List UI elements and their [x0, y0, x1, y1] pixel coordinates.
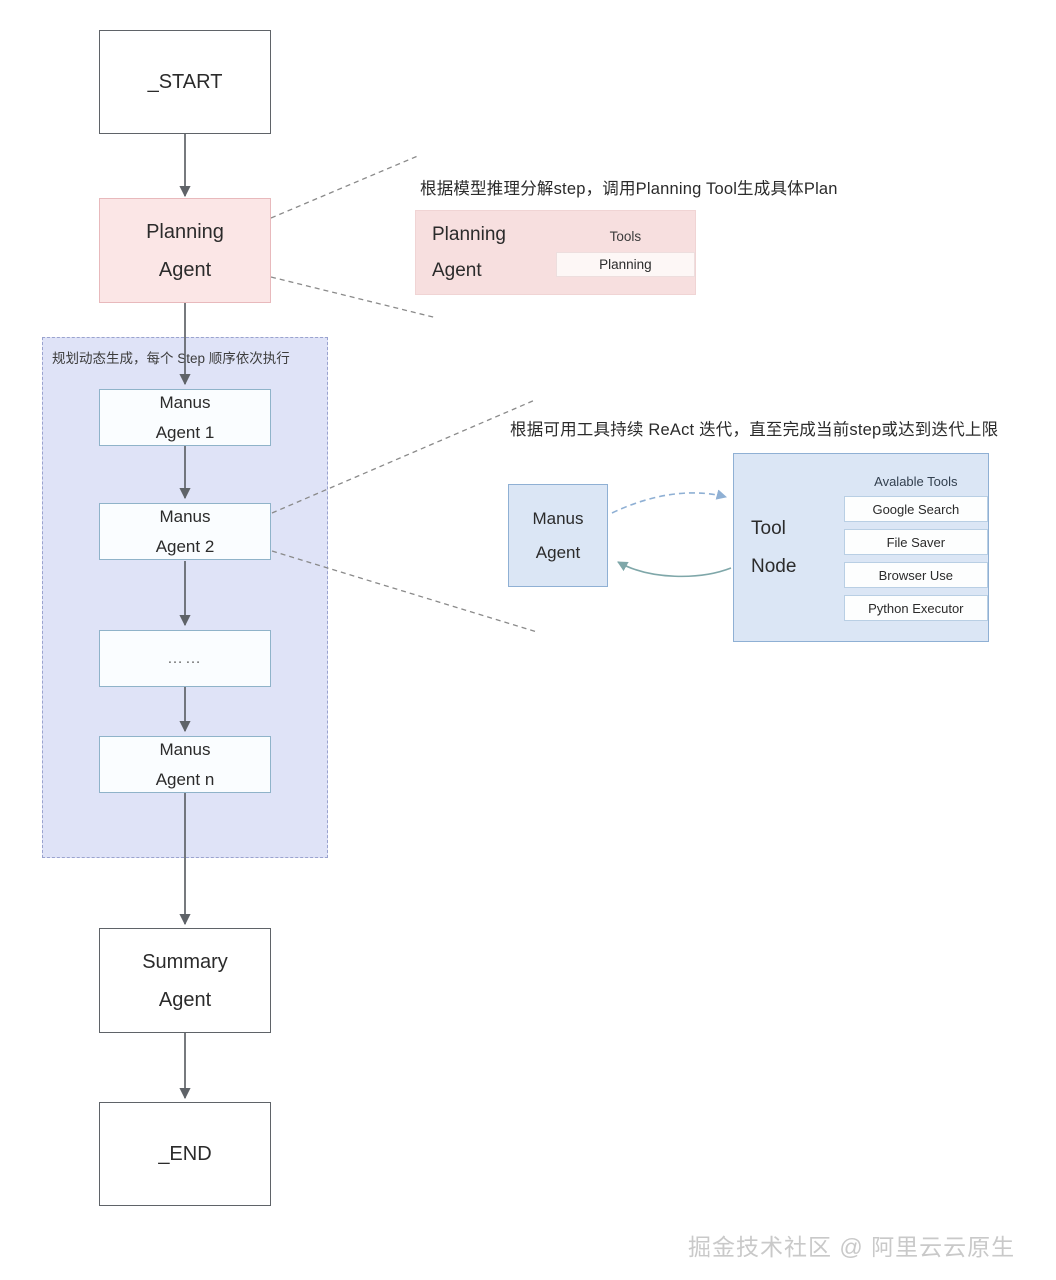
node-manus-agent-2[interactable]: Manus Agent 2 — [99, 503, 271, 560]
tool-chip-browser-use[interactable]: Browser Use — [843, 562, 988, 588]
tool-chip-file-saver[interactable]: File Saver — [843, 529, 988, 555]
node-planning-agent-line2: Agent — [158, 258, 212, 281]
node-manus-agent-n[interactable]: Manus Agent n — [99, 736, 271, 793]
node-end-label: _END — [158, 1143, 212, 1165]
node-end[interactable]: _END — [99, 1102, 271, 1206]
node-start[interactable]: _START — [99, 30, 271, 134]
node-manus-agent-2-line2: Agent 2 — [155, 536, 215, 556]
tool-node-card: Tool Node Avalable Tools Google Search F… — [733, 453, 989, 642]
callout-planning-upper — [270, 154, 421, 219]
react-manus-agent-node[interactable]: Manus Agent — [508, 484, 608, 587]
callout-planning-lower — [270, 276, 438, 319]
annotation-planning: 根据模型推理分解step，调用Planning Tool生成具体Plan — [420, 180, 838, 198]
node-manus-agent-n-line2: Agent n — [155, 769, 215, 789]
node-summary-agent[interactable]: Summary Agent — [99, 928, 271, 1033]
tool-node-line1: Tool — [751, 518, 786, 540]
available-tools-header: Avalable Tools — [874, 474, 958, 489]
react-manus-agent-line1: Manus — [532, 508, 584, 528]
node-manus-agent-2-line1: Manus — [159, 506, 211, 526]
tool-chip-python-executor[interactable]: Python Executor — [843, 595, 988, 621]
planning-agent-detail-card: Planning Agent Tools Planning — [415, 210, 696, 295]
tool-chip-google-search[interactable]: Google Search — [843, 496, 988, 522]
node-start-label: _START — [147, 71, 223, 93]
node-manus-agent-1-line1: Manus — [159, 392, 211, 412]
watermark: 掘金技术社区 @ 阿里云云原生 — [688, 1234, 1016, 1260]
dynamic-plan-group-label: 规划动态生成，每个 Step 顺序依次执行 — [52, 351, 290, 366]
node-manus-agent-1-line2: Agent 1 — [155, 422, 215, 442]
node-ellipsis-step[interactable]: …… — [99, 630, 271, 687]
available-tools-list: Avalable Tools Google Search File Saver … — [843, 474, 988, 621]
planning-detail-title: Planning Agent — [416, 217, 534, 287]
planning-tools-header: Tools — [609, 228, 642, 244]
arrow-toolnode-to-agent — [617, 561, 732, 578]
planning-tool-chip-planning[interactable]: Planning — [555, 251, 695, 277]
tool-node-title: Tool Node — [734, 510, 830, 584]
annotation-react: 根据可用工具持续 ReAct 迭代，直至完成当前step或达到迭代上限 — [510, 421, 999, 439]
node-manus-agent-n-line1: Manus — [159, 739, 211, 759]
planning-detail-line1: Planning — [432, 224, 506, 246]
arrow-agent-to-toolnode — [611, 489, 728, 514]
node-manus-agent-1[interactable]: Manus Agent 1 — [99, 389, 271, 446]
node-planning-agent[interactable]: Planning Agent — [99, 198, 271, 303]
tool-node-line2: Node — [751, 555, 797, 577]
planning-detail-tools: Tools Planning — [555, 228, 695, 277]
react-manus-agent-line2: Agent — [535, 542, 581, 562]
node-ellipsis-label: …… — [167, 649, 203, 667]
node-summary-agent-line1: Summary — [142, 950, 228, 973]
planning-detail-line2: Agent — [432, 259, 482, 281]
node-planning-agent-line1: Planning — [146, 220, 224, 243]
node-summary-agent-line2: Agent — [158, 988, 212, 1011]
